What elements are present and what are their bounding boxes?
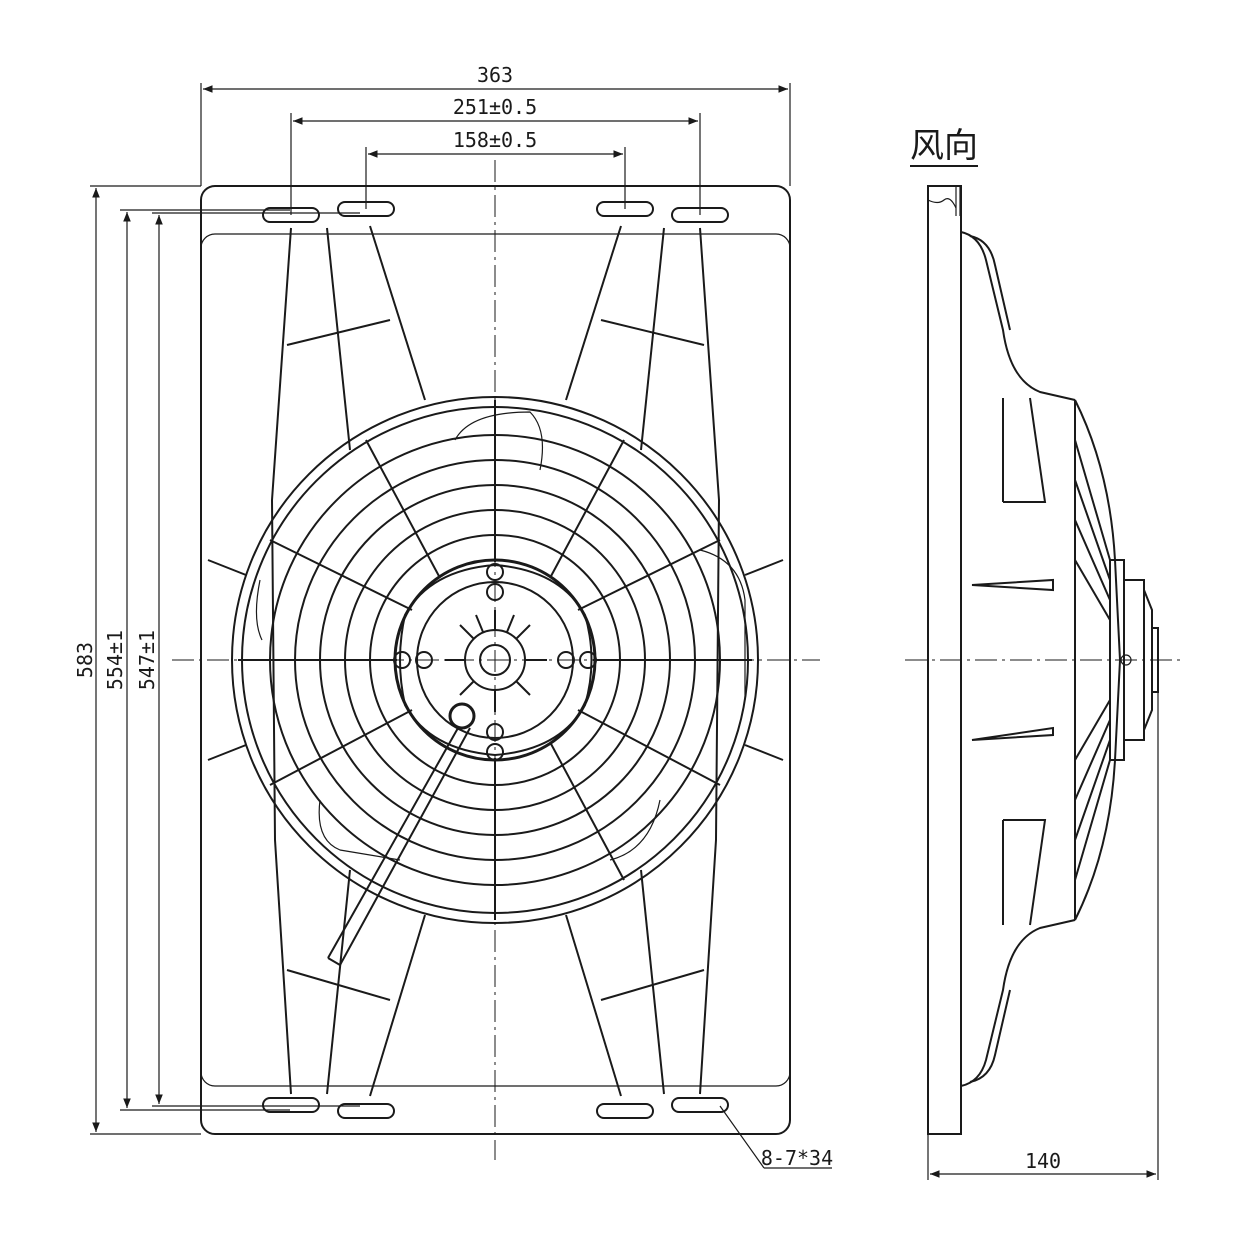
dim-slot-callout: 8-7*34 [761, 1146, 833, 1170]
dim-mount-spacing-inner: 158±0.5 [453, 128, 537, 152]
front-view [172, 160, 820, 1160]
front-dimensions: 363 251±0.5 158±0.5 583 554±1 547±1 8-7*… [73, 63, 833, 1170]
dim-mount-height-outer: 554±1 [103, 630, 127, 690]
dim-mount-height-inner: 547±1 [135, 630, 159, 690]
dim-depth: 140 [1025, 1149, 1061, 1173]
side-housing [960, 231, 1076, 1087]
mounting-slots [262, 201, 729, 1119]
dim-overall-width: 363 [477, 63, 513, 87]
side-view: 风向 [905, 126, 1185, 1180]
power-cable [327, 727, 471, 966]
dim-overall-height: 583 [73, 642, 97, 678]
dim-mount-spacing-outer: 251±0.5 [453, 95, 537, 119]
center-lines [172, 160, 820, 1160]
guard-struts [207, 225, 784, 1097]
airflow-direction-label: 风向 [910, 126, 978, 166]
fan-blades [255, 411, 746, 861]
